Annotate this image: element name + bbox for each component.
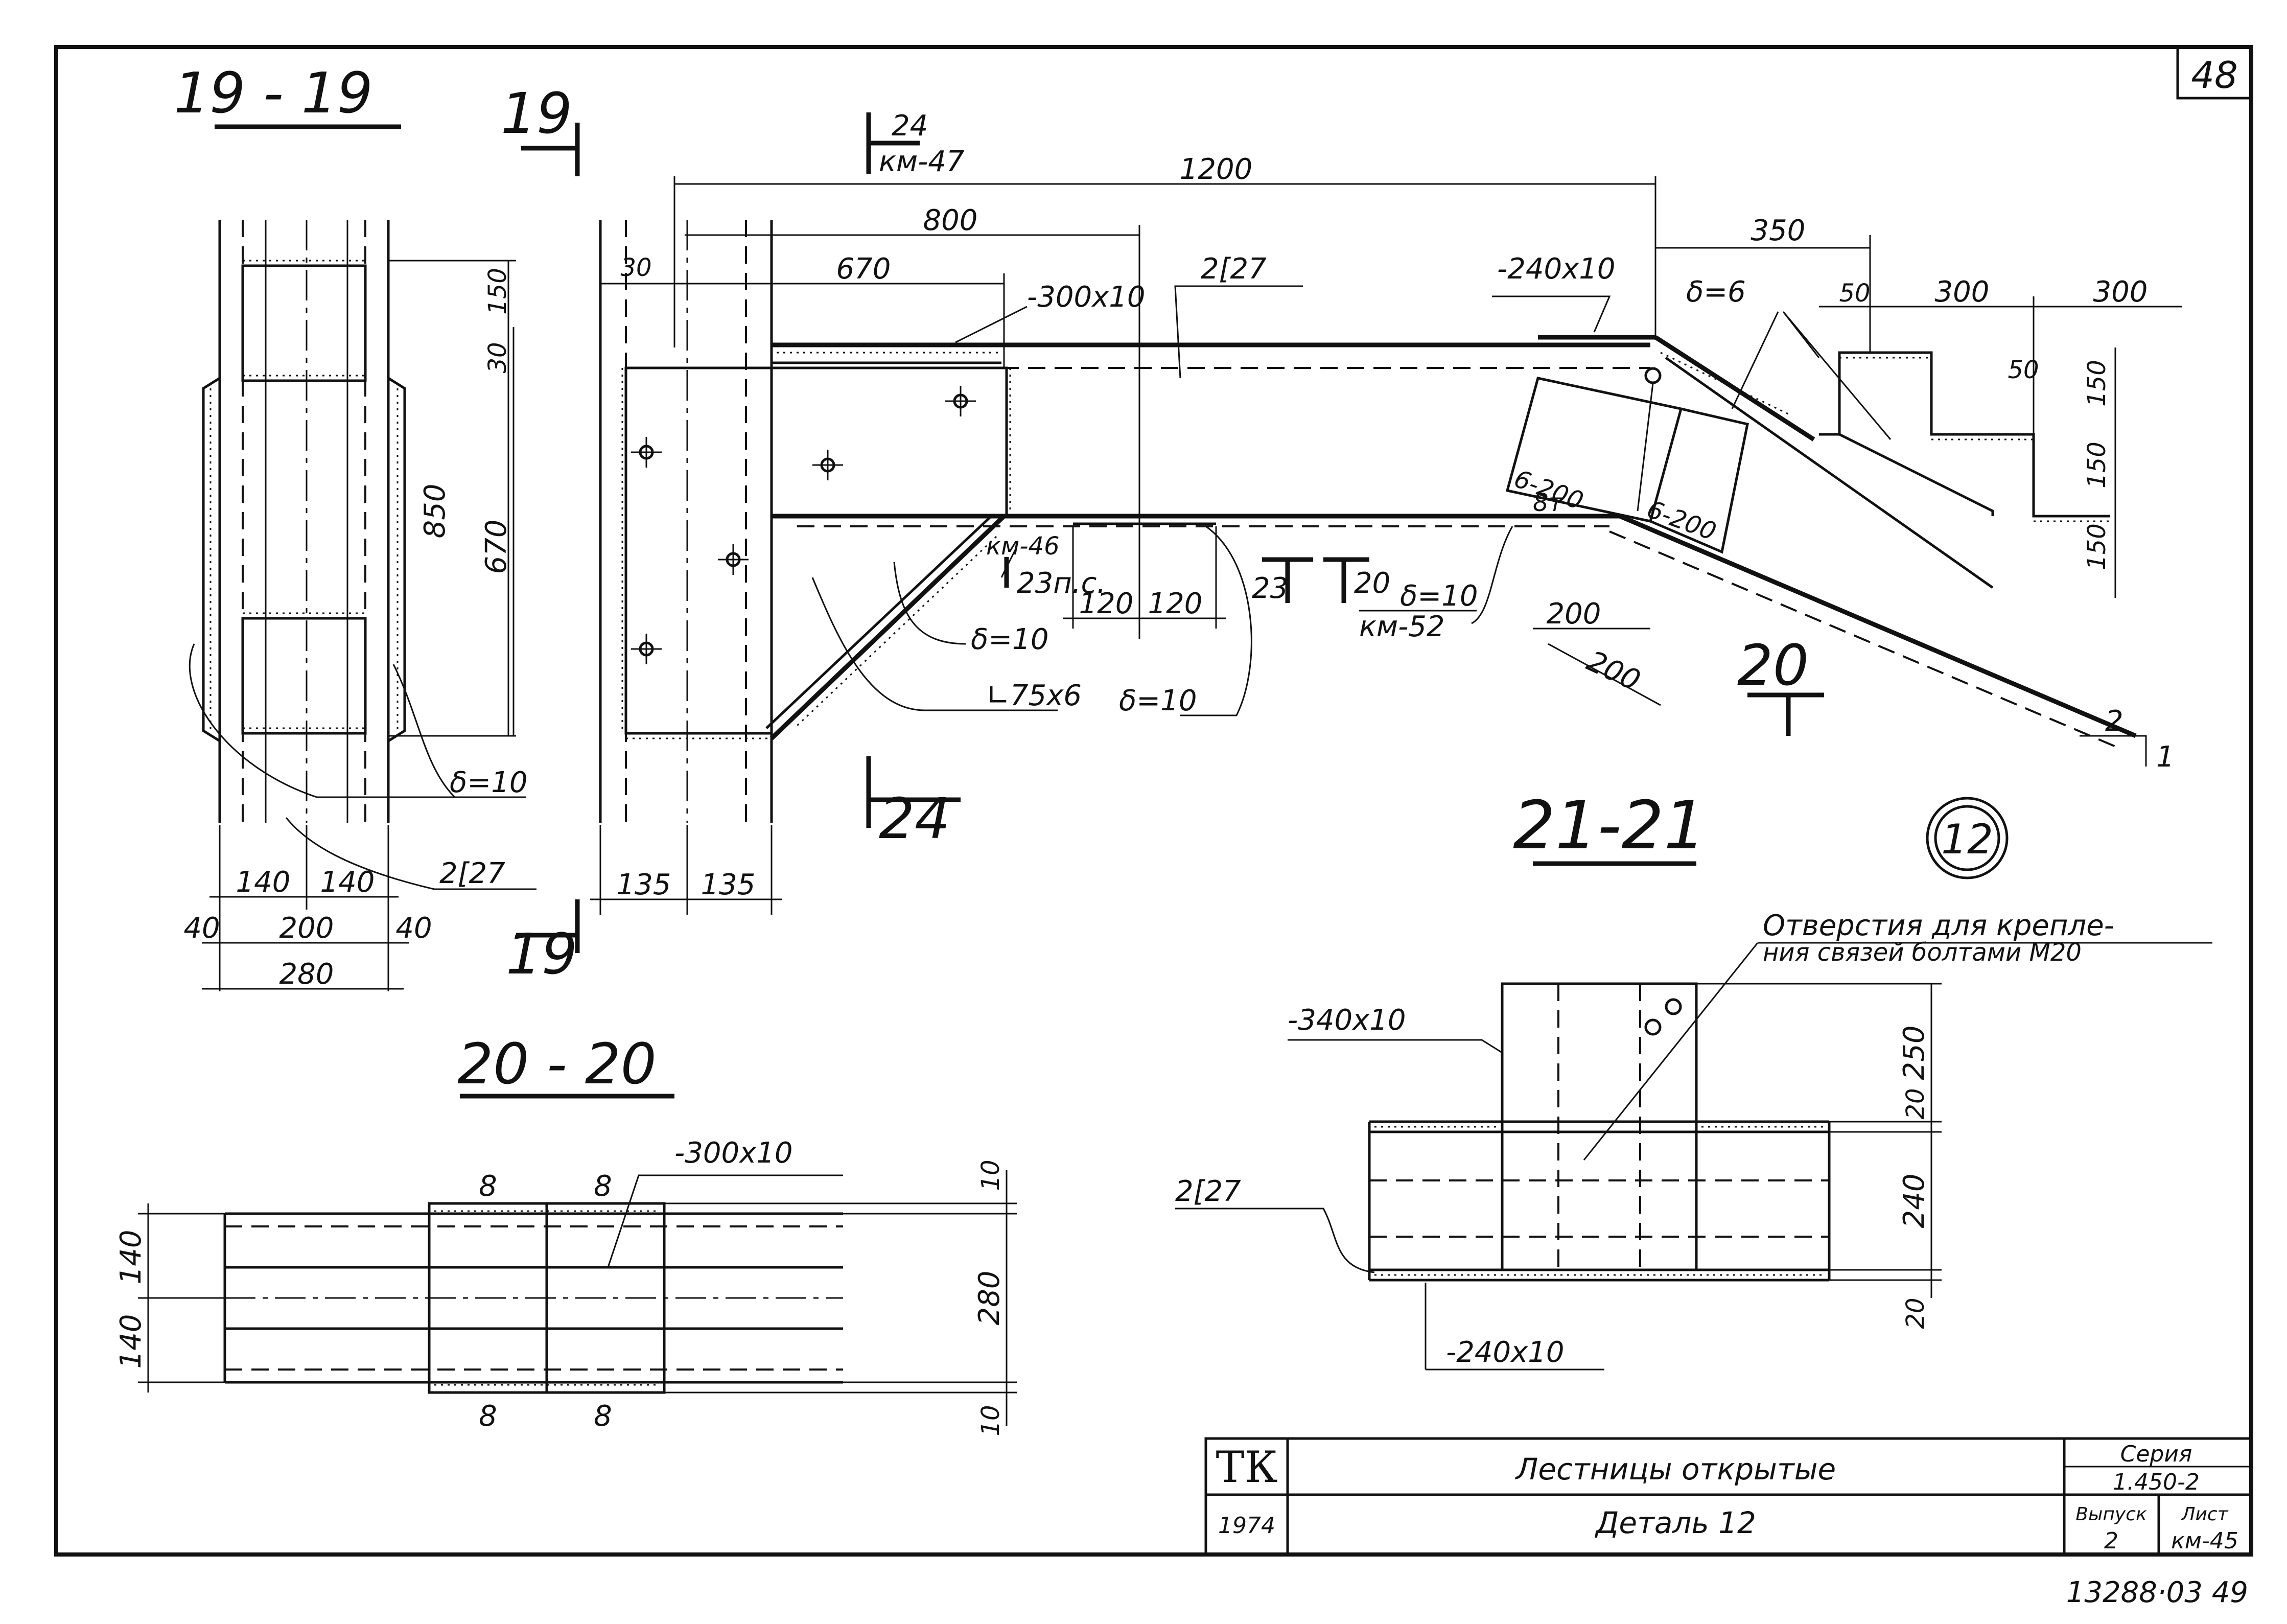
footer-code: 13288·03 49 xyxy=(2066,1576,2248,1609)
label-detail-channel: 2[27 xyxy=(1175,1175,1241,1208)
dim-s19-40b: 40 xyxy=(395,912,432,945)
label-detail-plate-top: -340x10 xyxy=(1288,1004,1406,1037)
label-s20-plate: -300x10 xyxy=(674,1136,793,1170)
sheet-frame xyxy=(54,45,2253,1557)
label-delta-10a: δ=10 xyxy=(971,623,1048,656)
sheet-number-box xyxy=(2176,45,2253,100)
slope-1: 1 xyxy=(2156,740,2175,774)
dim-s21-150: 150 xyxy=(483,268,512,315)
dim-detail-20b: 20 xyxy=(1901,1297,1930,1329)
label-s19-delta: δ=10 xyxy=(450,766,527,799)
dim-detail-250: 250 xyxy=(1898,1026,1931,1080)
section-20-title: 20 - 20 xyxy=(457,1031,657,1097)
label-s19-channel: 2[27 xyxy=(439,857,505,890)
dim-s20-8d: 8 xyxy=(594,1400,612,1433)
title-block-year: 1974 xyxy=(1218,1513,1275,1539)
dim-s21-30a: 30 xyxy=(620,253,651,282)
dim-s21-30b: 30 xyxy=(483,342,512,373)
dim-s19-200: 200 xyxy=(279,912,334,945)
sheet-number: 48 xyxy=(2191,54,2238,97)
cut-19-top: 19 xyxy=(501,81,572,146)
dim-s21-350: 350 xyxy=(1751,214,1806,247)
label-km46: км-46 xyxy=(986,532,1060,561)
section-21-title: 21-21 xyxy=(1513,786,1706,864)
cut-23pc: 23п.с. xyxy=(1017,567,1106,600)
dim-s21-150a: 150 xyxy=(2083,360,2111,407)
title-block-sheet-value: км-45 xyxy=(2171,1528,2238,1554)
dim-s21-150b: 150 xyxy=(2083,442,2111,489)
detail-marker: 12 xyxy=(1941,816,1993,863)
cut-24-bottom: 24 xyxy=(879,786,950,851)
dim-s20-8b: 8 xyxy=(594,1170,612,1203)
dim-s21-120a: 120 xyxy=(1079,587,1134,620)
label-8t: 8т xyxy=(1533,489,1564,517)
dim-s21-1200: 1200 xyxy=(1180,153,1253,186)
dim-s20-10b: 10 xyxy=(976,1405,1005,1436)
label-channel-2c27: 2[27 xyxy=(1201,252,1267,286)
title-block-issue-value: 2 xyxy=(2104,1528,2118,1554)
title-block-issue-label: Выпуск xyxy=(2075,1504,2147,1525)
cut-19-bottom: 19 xyxy=(506,921,577,987)
title-block-org: ТК xyxy=(1216,1442,1277,1492)
dim-s21-150c: 150 xyxy=(2083,523,2111,570)
bolt-holes xyxy=(631,386,976,664)
dim-detail-240: 240 xyxy=(1898,1174,1931,1228)
section-19-title: 19 - 19 xyxy=(174,60,373,126)
dim-s20-280: 280 xyxy=(973,1271,1006,1326)
dim-s21-50a: 50 xyxy=(1839,279,1870,308)
dim-s21-120b: 120 xyxy=(1148,587,1203,620)
dim-s21-300a: 300 xyxy=(1935,275,1990,309)
dim-s21-50b: 50 xyxy=(2008,356,2039,384)
label-plate-300x10: -300x10 xyxy=(1027,281,1146,314)
dim-s21-300b: 300 xyxy=(2093,275,2148,309)
label-delta-6: δ=6 xyxy=(1686,275,1746,309)
dim-s19-280: 280 xyxy=(279,958,334,991)
dim-detail-20a: 20 xyxy=(1901,1088,1930,1119)
dim-s21-135b: 135 xyxy=(701,868,756,901)
dim-s21-670: 670 xyxy=(836,252,891,286)
label-delta-10c: δ=10 xyxy=(1400,579,1478,613)
dim-s21-200a: 200 xyxy=(1547,597,1601,631)
label-detail-plate-bottom: -240x10 xyxy=(1446,1336,1565,1369)
title-block-series-label: Серия xyxy=(2120,1441,2192,1467)
dim-s21-135a: 135 xyxy=(617,868,671,901)
cut-24-top-ref: км-47 xyxy=(879,145,965,178)
dim-s19-850: 850 xyxy=(418,484,452,539)
cut-23: 23 xyxy=(1252,572,1288,605)
dim-s19-140a: 140 xyxy=(236,866,291,899)
label-km52: км-52 xyxy=(1359,610,1445,643)
section-19-19: 19 - 19 850 140 140 40 200 40 280 xyxy=(174,60,536,991)
title-block-title: Лестницы открытые xyxy=(1515,1452,1836,1487)
dim-s19-40a: 40 xyxy=(183,912,220,945)
dim-s20-140b: 140 xyxy=(114,1314,148,1369)
title-block: ТК 1974 Лестницы открытые Деталь 12 Сери… xyxy=(1204,1437,2253,1556)
title-block-sheet-label: Лист xyxy=(2180,1504,2228,1525)
note-holes-1: Отверстия для крепле- xyxy=(1763,909,2114,942)
section-20-20: 20 - 20 8 8 8 8 -300x10 140 140 10 280 xyxy=(114,1031,1017,1436)
slope-2: 2 xyxy=(2105,705,2123,738)
dim-s20-8a: 8 xyxy=(479,1170,497,1203)
section-21-21: 19 19 24 км-47 24 xyxy=(480,81,2182,987)
title-block-subtitle: Деталь 12 xyxy=(1594,1505,1756,1540)
cut-24-top: 24 xyxy=(892,109,928,143)
dim-s20-8c: 8 xyxy=(479,1400,497,1433)
label-delta-10b: δ=10 xyxy=(1119,684,1197,717)
detail-marker-circle xyxy=(1926,797,2009,879)
label-plate-240x10: -240x10 xyxy=(1497,252,1616,286)
dim-s19-140b: 140 xyxy=(320,866,375,899)
label-angle-75x6: ∟75x6 xyxy=(986,679,1082,712)
cut-20b: 20 xyxy=(1737,633,1809,698)
dim-s21-670-vert: 670 xyxy=(480,520,513,574)
cut-20a: 20 xyxy=(1354,567,1390,600)
title-block-series-value: 1.450-2 xyxy=(2113,1469,2200,1495)
dim-s21-200b: 200 xyxy=(1582,644,1645,698)
detail-holes: Отверстия для крепле- ния связей болтами… xyxy=(1175,909,2212,1371)
dim-s20-140a: 140 xyxy=(114,1230,148,1285)
label-6-200b: 6-200 xyxy=(1643,495,1720,546)
dim-s21-800: 800 xyxy=(923,204,978,237)
dim-s20-10a: 10 xyxy=(976,1159,1005,1191)
